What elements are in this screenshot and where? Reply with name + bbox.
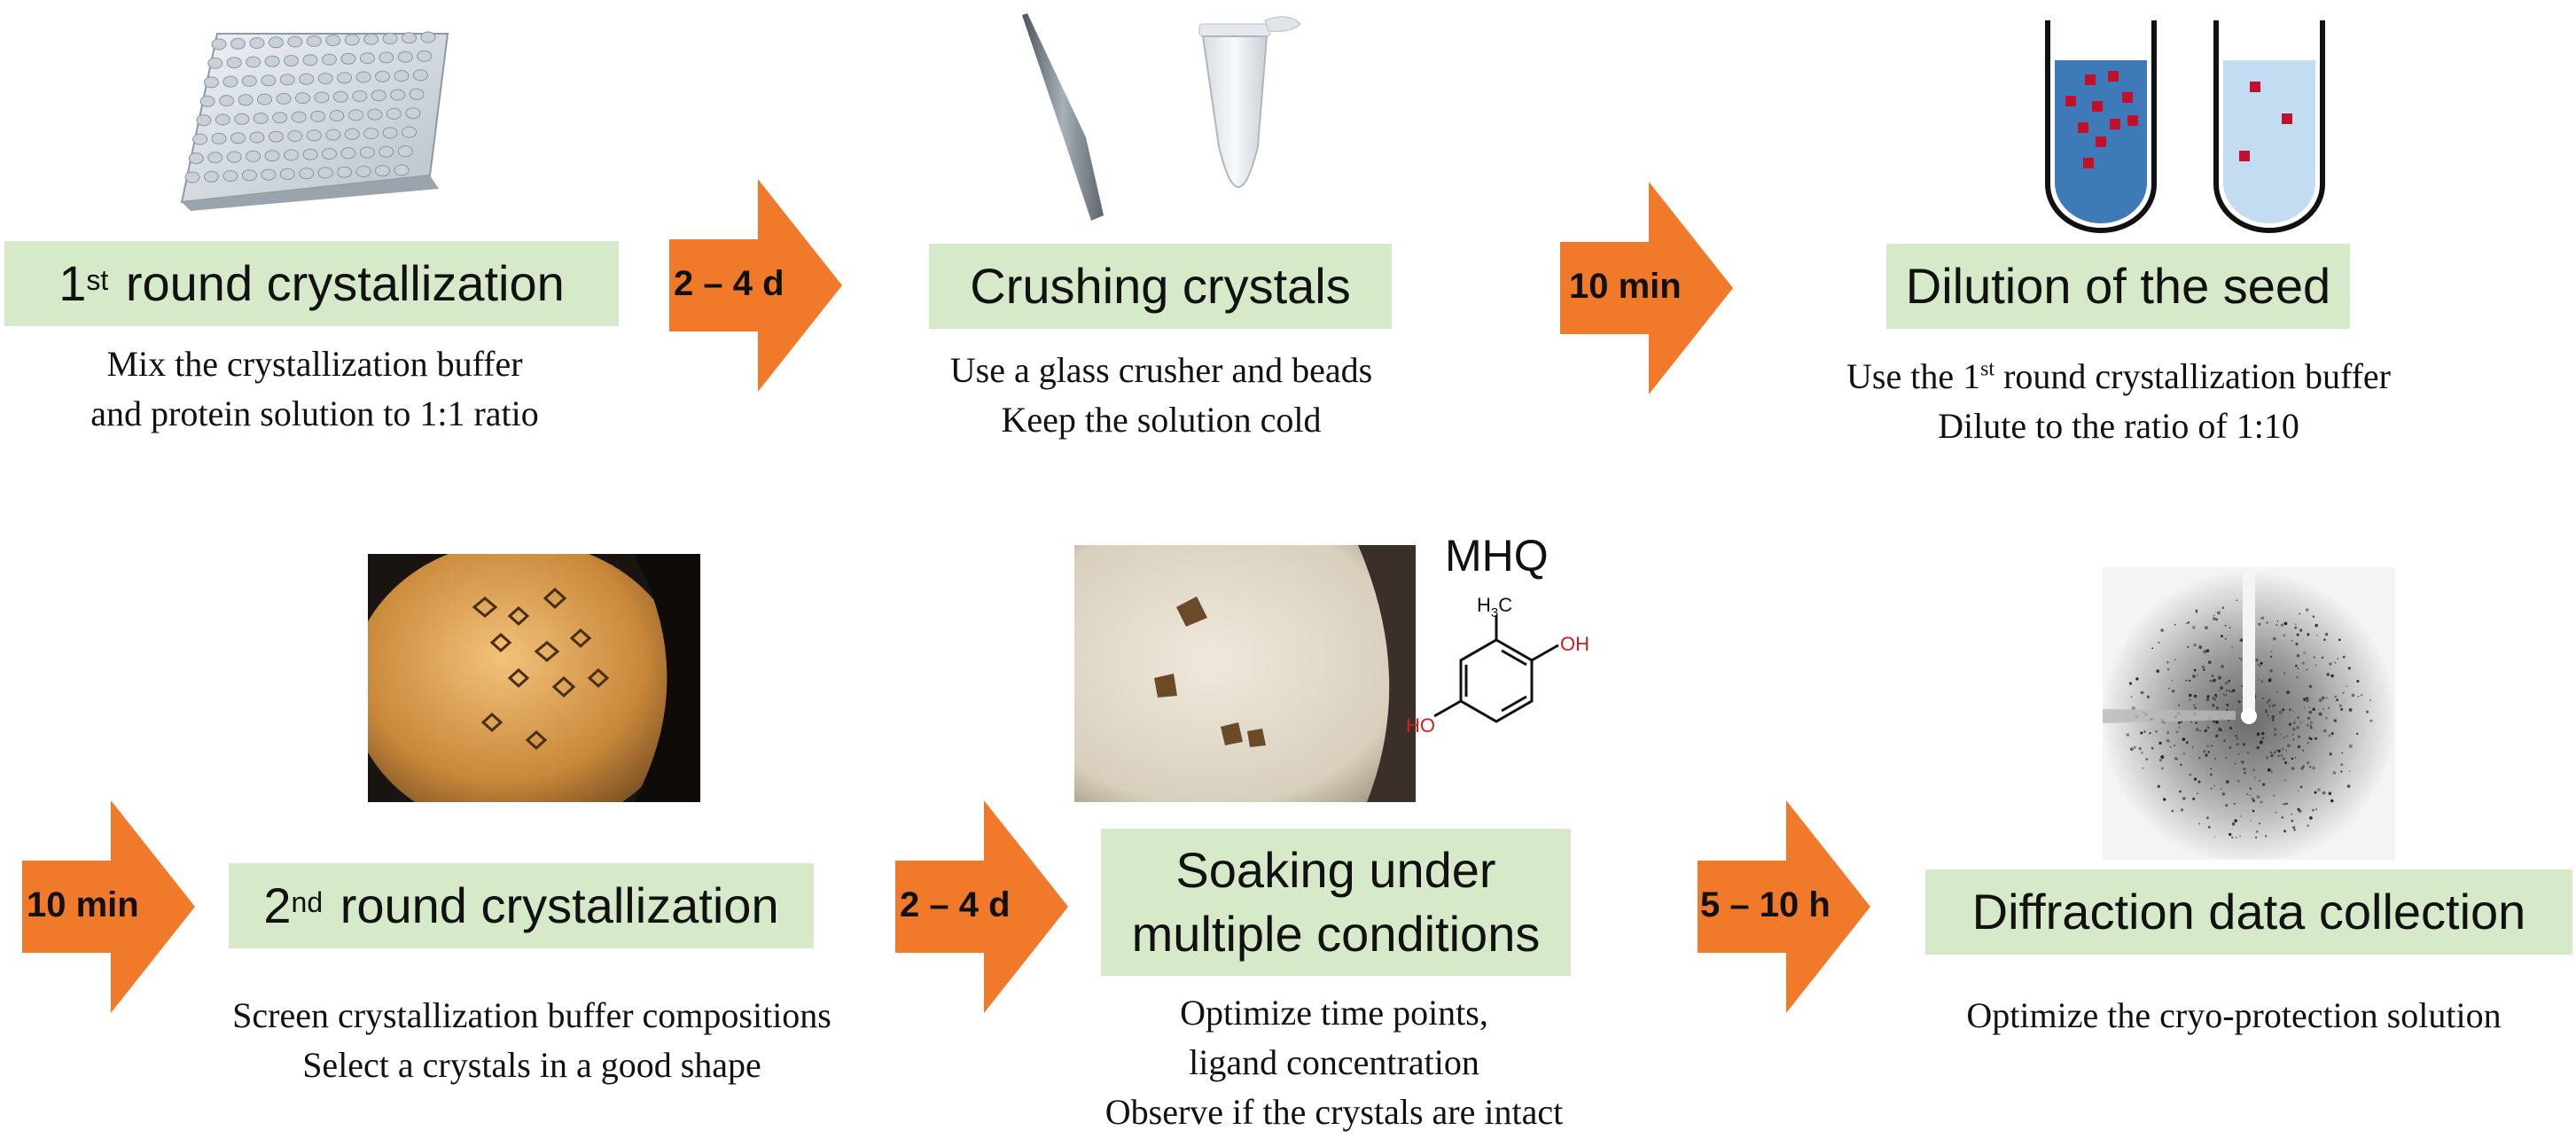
arrow-5 (1698, 800, 1870, 1013)
step-2-title: Crushing crystals (970, 258, 1351, 314)
arrow-4-label: 2 – 4 d (900, 885, 1011, 924)
step-1-description: Mix the crystallization buffer and prote… (0, 339, 629, 439)
step-4-title-prefix: 2 (263, 877, 292, 933)
step-5-description: Optimize time points, ligand concentrati… (1046, 988, 1622, 1137)
step-5-desc-line-2: ligand concentration (1189, 1042, 1479, 1082)
arrow-2 (1560, 182, 1733, 394)
step-soaking-under-multiple-conditions: Soaking under multiple conditions (1101, 829, 1571, 976)
soaked-crystals-photo (1074, 545, 1416, 802)
arrow-4 (895, 800, 1068, 1013)
step-4-desc-line-1: Screen crystallization buffer compositio… (232, 995, 831, 1035)
crystal-drop-photo (368, 554, 700, 802)
step-5-title-line-1: Soaking under (1175, 842, 1496, 898)
glass-crusher-and-tube-image (1022, 13, 1301, 221)
step-5-title-line-2: multiple conditions (1131, 906, 1541, 962)
step-1-desc-line-1: Mix the crystallization buffer (106, 344, 523, 384)
methyl-label: H3C (1477, 596, 1512, 620)
hydroxyl-top-label: OH (1560, 633, 1589, 655)
arrow-3 (22, 800, 195, 1013)
step-3-desc-line-1-sup: st (1980, 357, 1995, 381)
hydroxyl-bottom-label: HO (1406, 714, 1435, 737)
step-1-title-prefix: 1 (59, 255, 87, 311)
step-6-description: Optimize the cryo-protection solution (1897, 991, 2571, 1041)
step-5-desc-line-3: Observe if the crystals are intact (1105, 1092, 1564, 1132)
step-6-desc-line-1: Optimize the cryo-protection solution (1966, 995, 2502, 1035)
well-plate-image (180, 31, 449, 211)
arrow-2-label: 10 min (1569, 267, 1682, 306)
step-5-desc-line-1: Optimize time points, (1180, 993, 1488, 1033)
step-dilution-of-the-seed: Dilution of the seed (1886, 244, 2350, 329)
step-4-description: Screen crystallization buffer compositio… (168, 991, 895, 1090)
step-2-description: Use a glass crusher and beads Keep the s… (895, 346, 1427, 445)
step-3-description: Use the 1st round crystallization buffer… (1791, 352, 2447, 451)
step-diffraction-data-collection: Diffraction data collection (1925, 869, 2572, 955)
step-1-desc-line-2: and protein solution to 1:1 ratio (90, 394, 539, 433)
arrow-1 (669, 179, 842, 392)
step-3-title: Dilution of the seed (1905, 258, 2331, 314)
arrow-3-label: 10 min (27, 885, 139, 924)
arrow-5-label: 5 – 10 h (1700, 885, 1831, 924)
ligand-name: MHQ (1445, 531, 1549, 581)
step-crushing-crystals: Crushing crystals (929, 244, 1392, 329)
step-3-desc-line-1-prefix: Use the 1 (1846, 356, 1981, 396)
step-2-desc-line-1: Use a glass crusher and beads (949, 350, 1373, 390)
step-1-title-rest: round crystallization (112, 255, 565, 311)
diffraction-pattern-image (2103, 567, 2395, 860)
seed-tube-icons (2045, 20, 2325, 233)
arrow-1-label: 2 – 4 d (674, 264, 785, 303)
step-6-title: Diffraction data collection (1971, 884, 2526, 939)
mhq-structure-diagram: H3C OH HO (1406, 596, 1589, 737)
step-3-desc-line-2: Dilute to the ratio of 1:10 (1938, 406, 2299, 446)
step-4-desc-line-2: Select a crystals in a good shape (302, 1045, 761, 1085)
step-4-title-rest: round crystallization (326, 877, 779, 933)
step-2-desc-line-2: Keep the solution cold (1001, 400, 1322, 440)
step-3-desc-line-1-rest: round crystallization buffer (1994, 356, 2391, 396)
